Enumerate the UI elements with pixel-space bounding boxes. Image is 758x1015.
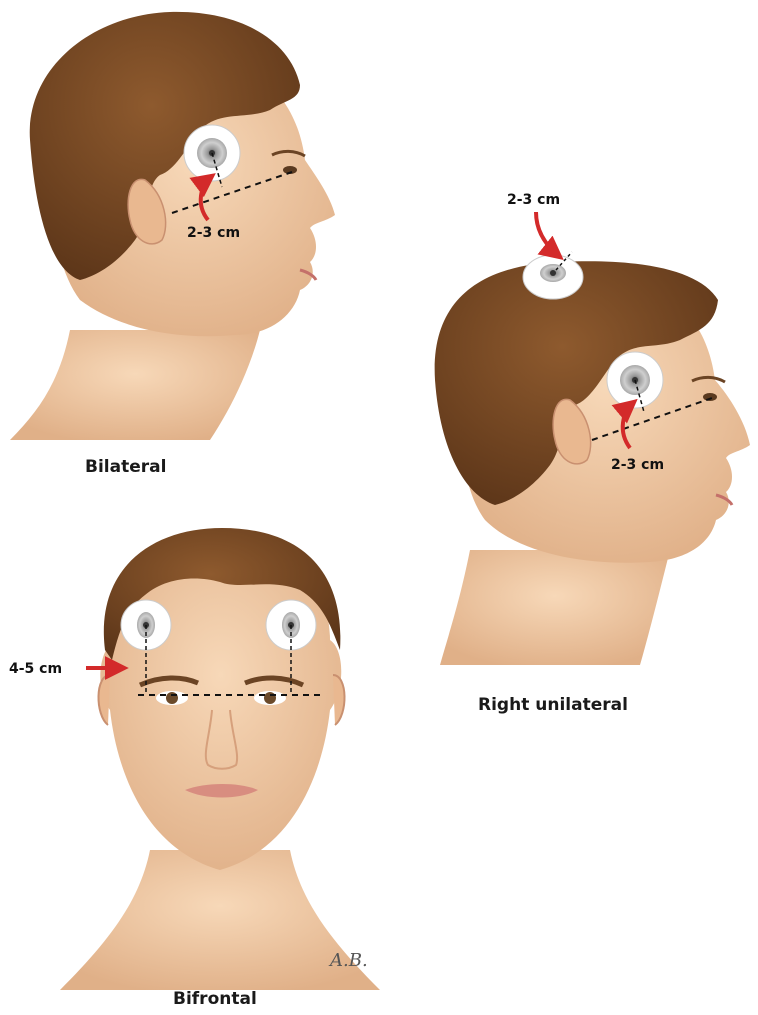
bifrontal-panel: 4-5 cm A.B. Bifrontal xyxy=(9,528,380,1009)
bifrontal-left-eye xyxy=(156,691,188,705)
artist-signature: A.B. xyxy=(328,950,368,971)
bilateral-neck xyxy=(10,330,260,440)
bilateral-panel: 2-3 cm Bilateral xyxy=(10,12,335,477)
right-unilateral-vertex-arrow xyxy=(536,212,560,257)
right-unilateral-vertex-measurement-label: 2-3 cm xyxy=(507,192,560,208)
bilateral-caption: Bilateral xyxy=(85,457,166,477)
bifrontal-right-eye xyxy=(254,691,286,705)
right-unilateral-eye xyxy=(703,393,717,401)
bilateral-measurement-label: 2-3 cm xyxy=(187,225,240,241)
bifrontal-measurement-label: 4-5 cm xyxy=(9,661,62,677)
bifrontal-caption: Bifrontal xyxy=(173,989,257,1009)
right-unilateral-neck xyxy=(440,550,670,665)
right-unilateral-temporal-measurement-label: 2-3 cm xyxy=(611,457,664,473)
right-unilateral-vertex-electrode xyxy=(523,255,583,299)
right-unilateral-caption: Right unilateral xyxy=(478,695,628,715)
right-unilateral-panel: 2-3 cm 2-3 cm Right unilateral xyxy=(435,192,750,715)
